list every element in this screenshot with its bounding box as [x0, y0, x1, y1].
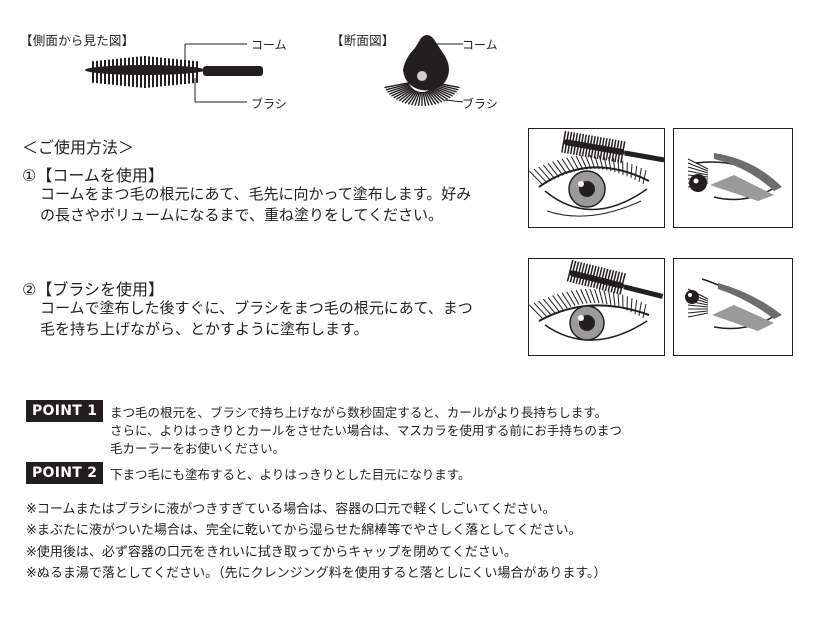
point1-badge: POINT 1	[26, 400, 104, 422]
step2-eye-front-illustration	[528, 258, 665, 356]
note-1: ※コームまたはブラシに液がつきすぎている場合は、容器の口元で軽くしごいてください…	[26, 502, 556, 517]
point2-badge: POINT 2	[26, 462, 104, 484]
step1-eye-front-illustration	[528, 128, 665, 228]
brush-core	[85, 65, 205, 75]
step2-line-2: 毛を持ち上げながら、とかすように塗布します。	[40, 320, 369, 338]
cross-section-brush-label: ブラシ	[462, 97, 498, 111]
note-4: ※ぬるま湯で落としてください。（先にクレンジング料を使用すると落としにくい場合が…	[26, 566, 607, 581]
step2-eye-side-illustration	[673, 258, 793, 356]
cross-section-bristles	[384, 82, 460, 107]
mascara-handle	[203, 66, 263, 76]
side-view-brush-label: ブラシ	[251, 97, 287, 111]
point1-line-2: さらに、よりはっきりとカールをさせたい場合は、マスカラを使用する前にお手持ちのま…	[110, 423, 622, 438]
comb-head	[403, 35, 449, 91]
usage-heading: ＜ご使用方法＞	[22, 138, 135, 157]
side-view-comb-label: コーム	[251, 38, 287, 52]
note-3: ※使用後は、必ず容器の口元をきれいに拭き取ってからキャップを閉めてください。	[26, 545, 517, 560]
side-view-title: 【側面から見た図】	[20, 33, 135, 48]
cross-section-comb-label: コーム	[462, 38, 498, 52]
cross-section-title: 【断面図】	[331, 33, 395, 48]
note-2: ※まぶたに液がついた場合は、完全に乾いてから湿らせた綿棒等でやさしく落としてくだ…	[26, 523, 582, 538]
step1-line-2: の長さやボリュームになるまで、重ね塗りをしてください。	[40, 206, 444, 224]
cross-section-diagram	[384, 35, 464, 107]
step2-title: ②【ブラシを使用】	[22, 280, 165, 299]
step2-line-1: コームで塗布した後すぐに、ブラシをまつ毛の根元にあて、まつ	[40, 299, 473, 317]
step1-line-1: コームをまつ毛の根元にあて、毛先に向かって塗布します。好み	[40, 185, 472, 203]
point1-line-3: 毛カーラーをお使いください。	[110, 441, 286, 456]
core-hole	[417, 71, 427, 81]
section-brush-leader	[444, 99, 464, 103]
step1-title: ①【コームを使用】	[22, 166, 164, 185]
point1-line-1: まつ毛の根元を、ブラシで持ち上げながら数秒固定すると、カールがより長持ちします。	[110, 405, 608, 420]
step1-eye-side-illustration	[673, 128, 793, 228]
side-view-diagram	[85, 43, 263, 103]
point2-line-1: 下まつ毛にも塗布すると、よりはっきりとした目元になります。	[110, 467, 471, 482]
